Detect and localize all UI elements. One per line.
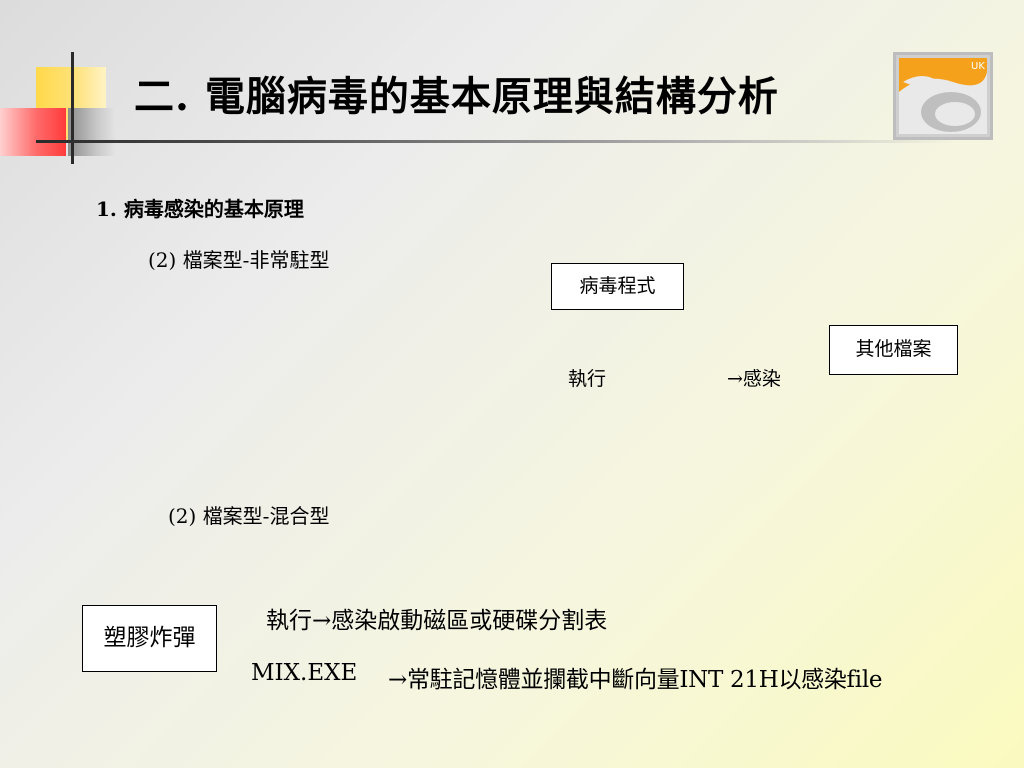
- svg-text:UK: UK: [971, 61, 985, 72]
- subsection-nonresident: (2) 檔案型-非常駐型: [148, 248, 330, 272]
- university-logo: UK: [893, 52, 993, 140]
- slide-title: 二. 電腦病毒的基本原理與結構分析: [134, 73, 779, 120]
- section-heading: 1. 病毒感染的基本原理: [96, 197, 304, 221]
- virus-program-box: 病毒程式: [551, 263, 684, 310]
- decor-gray-square: [68, 108, 116, 156]
- filename-label: MIX.EXE: [251, 660, 358, 686]
- decor-red-bar: [0, 108, 66, 156]
- infect-label: →感染: [727, 368, 781, 390]
- plastic-bomb-box: 塑膠炸彈: [82, 605, 217, 672]
- decor-vertical-line: [71, 52, 74, 164]
- execute-label: 執行: [568, 368, 607, 390]
- resident-intercept-line: →常駐記憶體並攔截中斷向量INT 21H以感染file: [388, 667, 883, 693]
- subsection-hybrid: (2) 檔案型-混合型: [168, 504, 330, 528]
- execute-infect-line: 執行→感染啟動磁區或硬碟分割表: [266, 608, 608, 634]
- title-underline: [36, 140, 956, 143]
- other-files-box: 其他檔案: [829, 325, 958, 375]
